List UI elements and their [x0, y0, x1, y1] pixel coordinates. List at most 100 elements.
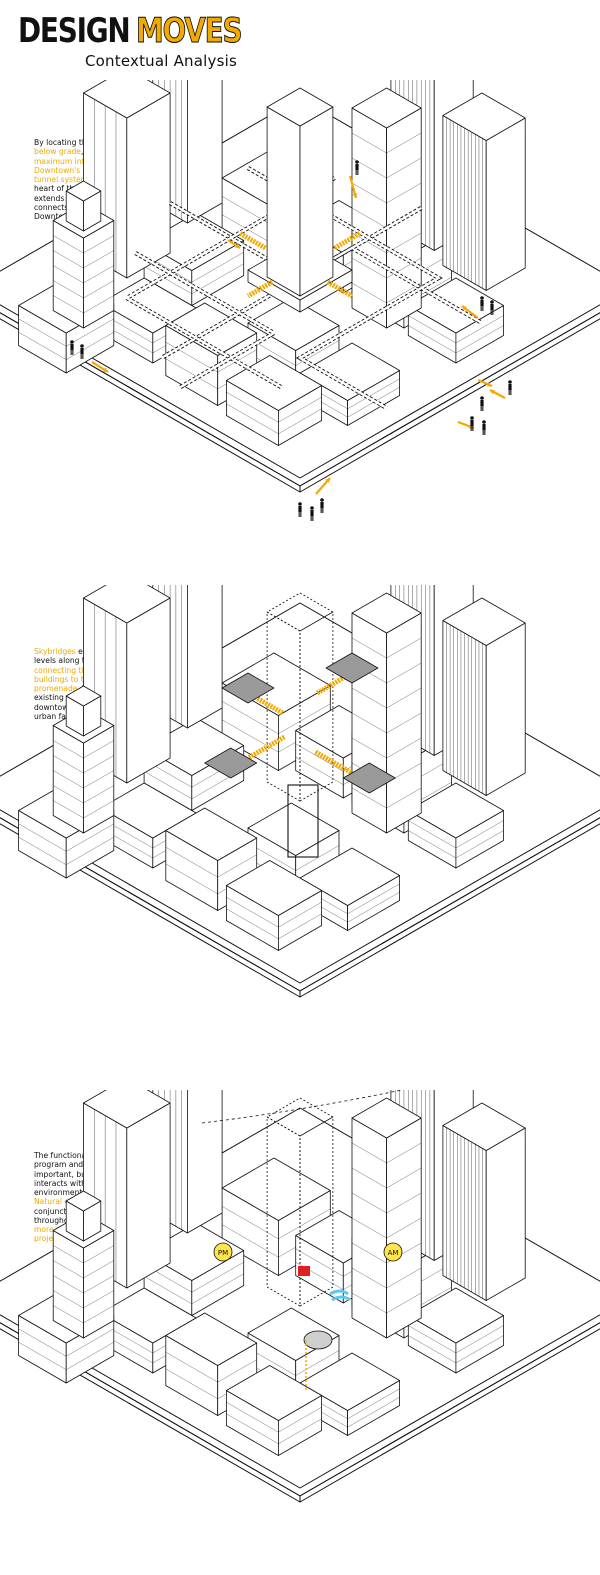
angled-tower-top: [83, 1090, 171, 1129]
pedestrian-body: [298, 506, 302, 512]
office-floor-plate: [342, 762, 396, 794]
building-j-top: [225, 1365, 323, 1421]
stepped-tower-floor-line: [53, 755, 114, 774]
project-tower-outline-top: [266, 1097, 334, 1137]
project-tower-outline-face: [266, 611, 301, 802]
tunnel-connection: [246, 279, 274, 299]
stepped-tower-floor-line: [53, 800, 114, 819]
square-tower-floor-line: [351, 157, 422, 179]
pedestrian-leg: [310, 516, 312, 521]
square-tower-floor-line: [351, 1192, 422, 1214]
building-j-top: [225, 860, 323, 916]
city-base-edge: [299, 817, 600, 998]
square-tower-floor-line: [351, 282, 422, 304]
pedestrian-leg: [298, 512, 300, 517]
square-tower-floor-line: [351, 1292, 422, 1314]
building-j-floor-line: [226, 403, 322, 434]
crown-tower-side: [186, 80, 223, 224]
building-d-floor-line: [408, 1335, 504, 1364]
vegetation-cluster: [303, 1330, 333, 1350]
urban-ramp: [287, 784, 319, 858]
pedestrian-head: [480, 396, 484, 400]
square-tower-top: [351, 1097, 422, 1139]
building-k-floor-line: [18, 318, 114, 347]
pedestrian-head: [482, 420, 486, 424]
building-h-top: [100, 782, 197, 839]
project-tower-outline-top: [266, 592, 334, 632]
pedestrian-leg: [312, 516, 314, 521]
pedestrian-body: [480, 400, 484, 406]
pedestrian-leg: [480, 406, 482, 411]
pedestrian-leg: [82, 354, 84, 359]
building-e-floor-line: [144, 252, 244, 283]
pedestrian-leg: [320, 508, 322, 513]
square-tower-floor-line: [351, 1242, 422, 1264]
building-j-floor-line: [226, 897, 322, 928]
stepped-tower-floor-line: [53, 280, 114, 299]
tunnel-route-fill: [247, 166, 442, 410]
pedestrian-head: [508, 380, 512, 384]
building-h-top: [100, 277, 197, 334]
stepped-tower-floor-line: [53, 740, 114, 759]
tunnel-connection: [326, 279, 354, 299]
building-a-floor-line: [222, 1206, 331, 1239]
pedestrian-leg: [355, 170, 357, 175]
pedestrian-arrow-head: [325, 478, 330, 483]
square-tower-floor-line: [351, 1267, 422, 1289]
building-e-floor-line: [144, 263, 244, 294]
city-base-edge: [299, 1322, 600, 1503]
stepped-tower-floor-line: [53, 235, 114, 254]
square-tower-floor-line: [351, 687, 422, 709]
pedestrian-leg: [482, 430, 484, 435]
title-word-moves: MOVES: [136, 11, 243, 51]
pedestrian-body: [508, 384, 512, 390]
am-sun-icon: [383, 1242, 403, 1262]
stepped-tower-floor-line: [53, 295, 114, 314]
building-h-top: [100, 1287, 197, 1344]
tunnel-connection: [333, 230, 362, 251]
skybridge: [314, 749, 354, 776]
square-tower-floor-line: [351, 637, 422, 659]
stepped-tower-floor-line: [53, 250, 114, 269]
building-f-floor-line: [247, 842, 340, 871]
building-e-floor-line: [144, 1273, 244, 1304]
striped-tower-side: [485, 622, 526, 796]
pedestrian-leg: [480, 306, 482, 311]
am-label: AM: [388, 1249, 399, 1257]
building-j-floor-line: [226, 908, 322, 939]
stepped-tower-floor-line: [53, 1245, 114, 1264]
pedestrian-body: [490, 304, 494, 310]
striped-tower-top: [442, 597, 526, 646]
building-d-top: [407, 782, 504, 839]
square-tower-top: [351, 87, 422, 129]
building-d-floor-line: [408, 1325, 504, 1354]
building-f-floor-line: [247, 337, 340, 366]
tunnel-route-fill: [134, 251, 277, 390]
building-g-top: [299, 847, 401, 906]
striped-tower-side: [485, 1127, 526, 1301]
pedestrian-leg: [72, 350, 74, 355]
square-tower-floor-line: [351, 1167, 422, 1189]
building-d-floor-line: [408, 315, 504, 344]
pedestrian-arrow-head: [462, 306, 467, 311]
stepped-tower-floor-line: [53, 1290, 114, 1309]
office-floor-plate: [221, 672, 275, 704]
square-tower-floor-line: [351, 1142, 422, 1164]
skybridge-diagram: [0, 585, 600, 998]
project-tower-outline-side: [299, 611, 334, 802]
pedestrian-head: [490, 300, 494, 304]
building-f-floor-line: [247, 1347, 340, 1376]
square-tower-top: [351, 592, 422, 634]
pedestrian-leg: [300, 512, 302, 517]
pedestrian-leg: [322, 508, 324, 513]
project-tower-side: [299, 106, 334, 297]
pedestrian-head: [298, 502, 302, 506]
building-d-floor-line: [408, 820, 504, 849]
building-k-floor-line: [18, 1328, 114, 1357]
angled-tower-side: [126, 597, 171, 784]
stack-effect-icon: [298, 1266, 310, 1276]
pedestrian-head: [480, 296, 484, 300]
stepped-tower-floor-line: [53, 265, 114, 284]
pedestrian-body: [470, 420, 474, 426]
